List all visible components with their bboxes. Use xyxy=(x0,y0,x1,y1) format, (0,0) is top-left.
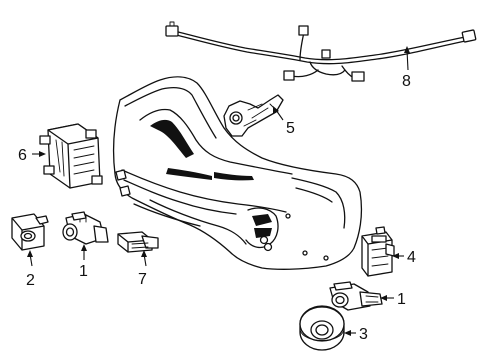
ultrasonic-sensor-icon[interactable] xyxy=(62,211,109,245)
callout-2: 2 xyxy=(26,272,35,289)
camera-bracket-icon[interactable] xyxy=(223,94,284,137)
radar-control-module-icon[interactable] xyxy=(39,123,103,189)
callout-1-right: 1 xyxy=(397,291,406,308)
callout-7: 7 xyxy=(138,271,147,288)
leader-lines xyxy=(27,46,410,336)
callout-3: 3 xyxy=(359,326,368,343)
sensor-bezel-icon[interactable] xyxy=(299,305,345,351)
ultrasonic-sensor-icon[interactable] xyxy=(329,281,383,311)
sensor-connector-icon[interactable] xyxy=(117,231,159,253)
sensor-retainer-icon[interactable] xyxy=(11,213,49,251)
callout-5: 5 xyxy=(286,120,295,137)
front-bumper-cover-icon xyxy=(112,76,363,270)
callout-1-left: 1 xyxy=(79,263,88,280)
wire-harness-icon[interactable] xyxy=(165,21,477,82)
callout-6: 6 xyxy=(18,147,27,164)
callout-8: 8 xyxy=(402,73,411,90)
sensor-bracket-icon[interactable] xyxy=(361,226,395,277)
callout-4: 4 xyxy=(407,249,416,266)
